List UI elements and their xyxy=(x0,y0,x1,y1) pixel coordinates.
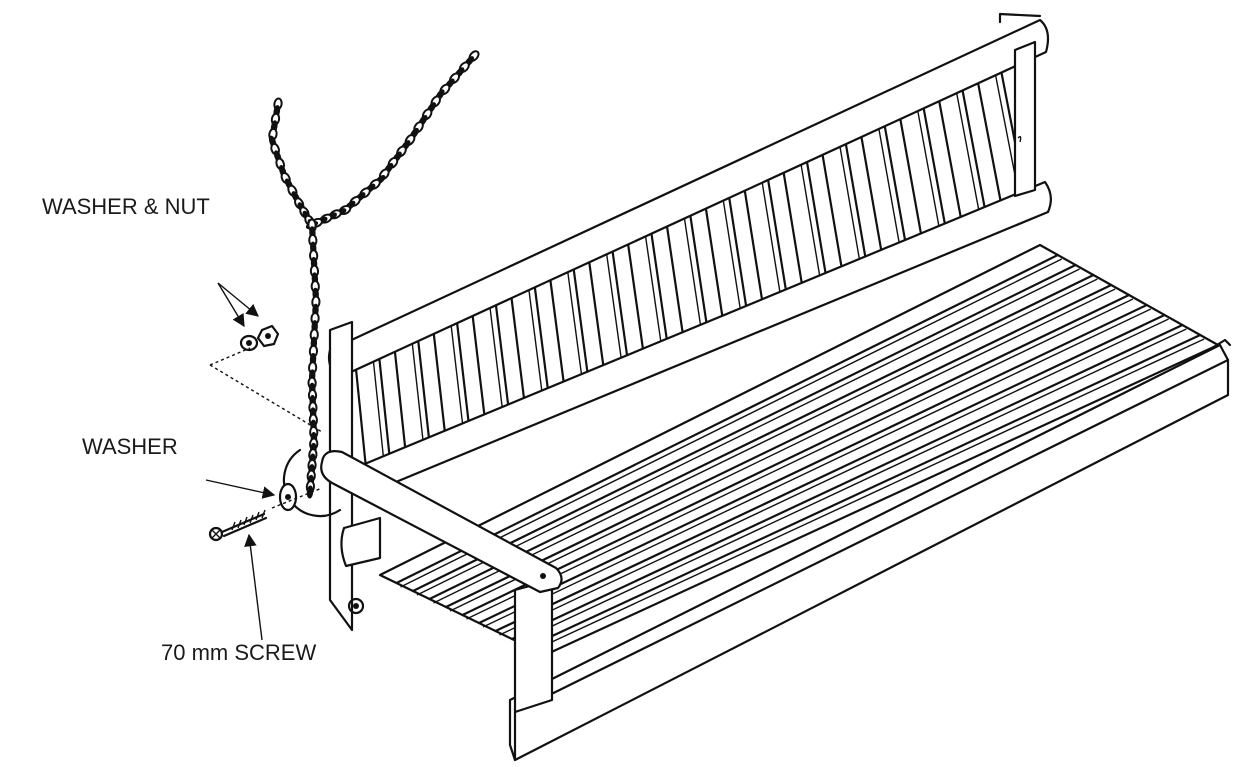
seat-slat-gap xyxy=(499,318,1169,636)
back-slat-edge xyxy=(915,104,941,232)
back-slat-edge xyxy=(954,86,981,215)
seat-slat-line xyxy=(494,313,1166,633)
back-slat-edge xyxy=(683,213,704,338)
back-slat-edge xyxy=(527,285,545,409)
back-slat-edge xyxy=(721,195,743,321)
seat-slat-gap xyxy=(416,268,1080,596)
left-lower-rail xyxy=(340,516,382,568)
washer-label: WASHER xyxy=(82,434,178,459)
seat-slat-line xyxy=(395,253,1059,585)
back-slat-edge xyxy=(488,303,506,426)
back-slat-edge xyxy=(799,159,822,285)
seat-slat-line xyxy=(477,303,1148,625)
screw-label: 70 mm SCREW xyxy=(161,640,317,665)
armrest xyxy=(320,450,563,594)
seat-slat-gap xyxy=(532,338,1205,652)
back-bottom-rail xyxy=(353,180,1052,498)
seat-slat-gap xyxy=(433,278,1098,604)
back-slat-edge xyxy=(566,267,585,391)
seat-slat-line xyxy=(428,273,1095,601)
seat-slat-gap xyxy=(400,258,1063,588)
back-slat-edge xyxy=(605,249,624,373)
screw-part xyxy=(208,509,268,542)
leader-lines xyxy=(205,282,323,641)
seat-slat-line xyxy=(444,283,1113,609)
back-slat xyxy=(781,156,829,295)
washer-part xyxy=(278,482,298,512)
seat-slat-line xyxy=(461,293,1131,617)
back-slat-edge xyxy=(760,177,783,303)
seat-slat-gap xyxy=(466,298,1134,620)
back-slat-edge xyxy=(877,122,902,250)
seat-slat-gap xyxy=(515,328,1187,644)
front-leg xyxy=(513,578,554,714)
seat-slat-gap xyxy=(482,308,1152,628)
back-slat xyxy=(859,119,908,260)
back-slat xyxy=(898,101,948,242)
chain-left xyxy=(268,97,317,231)
seat-slat-line xyxy=(527,333,1202,649)
back-post-right xyxy=(1013,40,1037,198)
seat-slat-gap xyxy=(449,288,1116,612)
seat-slats xyxy=(395,253,1205,652)
back-slat xyxy=(937,83,987,224)
washer-and-nut-label: WASHER & NUT xyxy=(42,194,210,219)
washer-and-nut-parts xyxy=(239,324,280,352)
back-slat-edge xyxy=(838,140,862,268)
back-slat-edge xyxy=(644,231,664,356)
seat-slat-line xyxy=(510,323,1184,641)
back-slat xyxy=(820,137,868,277)
chain-drop xyxy=(305,218,321,499)
seat-slat-line xyxy=(411,263,1077,593)
chain-right xyxy=(305,50,480,230)
